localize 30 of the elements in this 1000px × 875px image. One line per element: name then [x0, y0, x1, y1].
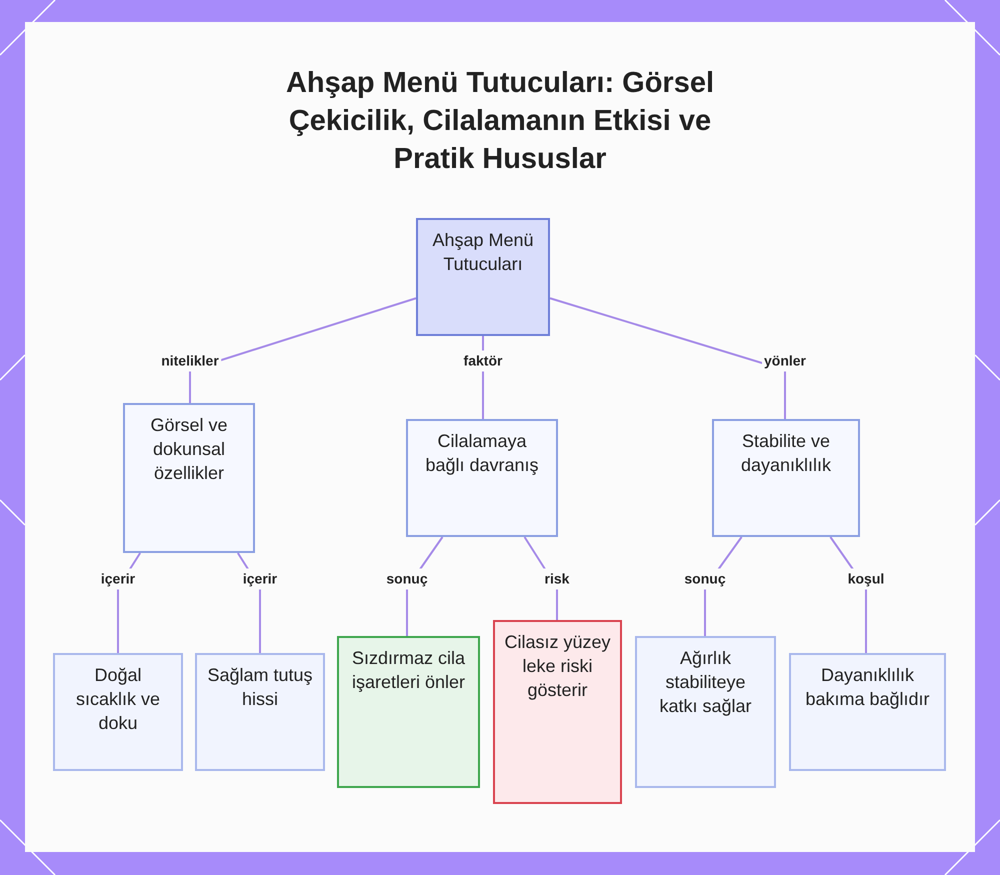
concept-box	[337, 636, 480, 788]
concept-box	[789, 653, 946, 771]
concept-box	[53, 653, 183, 771]
concept-box	[712, 419, 860, 537]
edge-label: faktör	[462, 350, 504, 372]
edge-label: koşul	[846, 568, 886, 590]
edge-label: risk	[542, 568, 572, 590]
edge-label: içerir	[240, 568, 280, 590]
concept-box	[416, 218, 550, 336]
connector-line	[189, 297, 416, 403]
edge-label: sonuç	[682, 568, 728, 590]
concept-box	[195, 653, 325, 771]
node-text: Cilasız yüzey leke riski gösterir	[503, 631, 612, 702]
concept-box	[406, 419, 558, 537]
concept-box	[635, 636, 776, 788]
node-text: Sızdırmaz cila işaretleri önler	[350, 647, 466, 694]
diagram-title: Ahşap Menü Tutucuları: Görsel Çekicilik, Cilalamanın Etkisi ve Pratik Hususlar	[284, 66, 716, 177]
edge-label: içerir	[98, 568, 138, 590]
concept-box	[493, 620, 622, 804]
node-text: Dayanıklılık bakıma bağlıdır	[804, 664, 931, 711]
node-text: Ahşap Menü Tutucuları	[431, 229, 535, 276]
node-text: Ağırlık stabiliteye katkı sağlar	[658, 647, 753, 718]
node-text: Sağlam tutuş hissi	[206, 664, 314, 711]
node-text: Doğal sıcaklık ve doku	[74, 664, 162, 735]
node-text: Stabilite ve dayanıklılık	[740, 430, 832, 477]
node-text: Görsel ve dokunsal özellikler	[149, 414, 229, 485]
concept-box	[123, 403, 255, 553]
edge-label: sonuç	[384, 568, 430, 590]
connector-line	[550, 297, 786, 419]
node-text: Cilalamaya bağlı davranış	[424, 430, 540, 477]
